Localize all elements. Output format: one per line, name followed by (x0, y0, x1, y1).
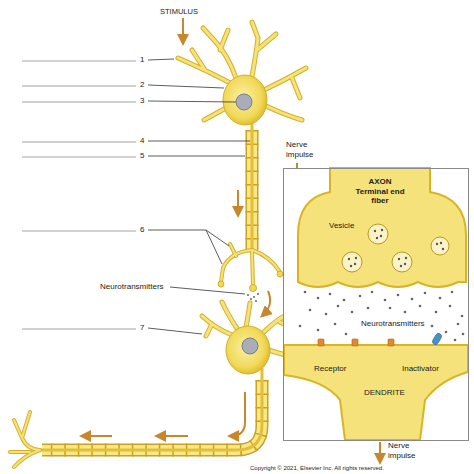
axon-terminals (218, 244, 283, 292)
stimulus-label: STIMULUS (160, 7, 198, 16)
axon-myelin (252, 118, 253, 252)
axon-terminal-bulb (298, 168, 466, 287)
receptor-symbol (318, 339, 394, 346)
callout-number: 7 (140, 323, 144, 333)
structure-label: AXON Terminal end fiber (354, 177, 406, 206)
callout-number: 2 (140, 80, 144, 90)
inactivator-symbol (431, 332, 442, 345)
cell-body (223, 75, 267, 125)
structure-label: DENDRITE (364, 388, 405, 398)
vesicle-contents (348, 229, 444, 267)
neurotransmitter-dots (247, 293, 259, 302)
structure-label: Inactivator (402, 364, 439, 374)
dendrite-shape (284, 345, 468, 440)
structure-label: Receptor (314, 364, 346, 374)
impulse-label: Nerve impulse (286, 140, 322, 159)
structure-label: Neurotransmitters (359, 319, 427, 329)
callout-number: 5 (140, 151, 144, 161)
synapse-inset-panel: AXON Terminal end fiberVesicleNeurotrans… (283, 168, 469, 441)
axon-terminals (10, 412, 40, 467)
callout-number: 4 (140, 136, 144, 146)
callout-number: 3 (140, 96, 144, 106)
dendrites (178, 22, 306, 120)
inset-ground (283, 168, 469, 441)
copyright-note: Copyright © 2021, Elsevier Inc. All righ… (250, 465, 384, 472)
cell-body (226, 326, 270, 374)
nucleus (236, 94, 252, 110)
axon-myelin (40, 368, 262, 450)
callout-number: 6 (140, 225, 144, 235)
nucleus (242, 338, 258, 354)
structure-label: Neurotransmitters (100, 282, 164, 292)
vesicle (342, 224, 449, 272)
callout-number: 1 (140, 55, 144, 65)
impulse-label: Nerve impulse (388, 441, 424, 460)
structure-label: Vesicle (329, 221, 354, 231)
